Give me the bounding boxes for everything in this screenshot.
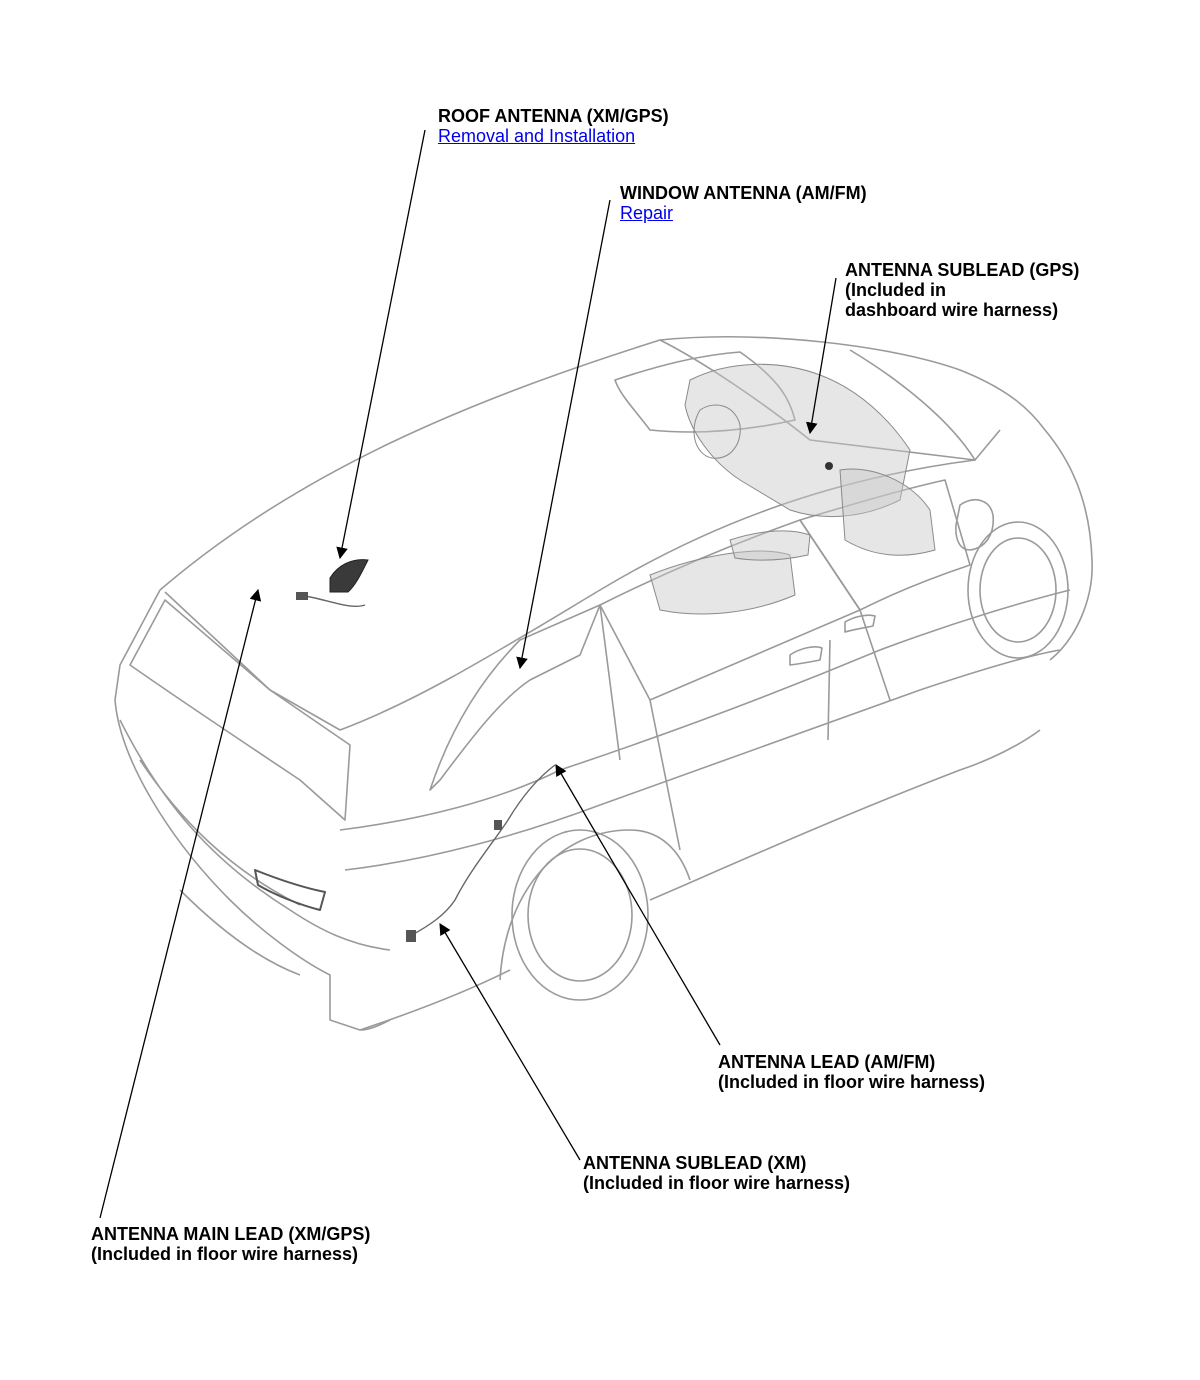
tail-lamp [254, 869, 326, 911]
window-antenna-repair-link[interactable]: Repair [620, 203, 674, 223]
callout-sublead-xm: ANTENNA SUBLEAD (XM) (Included in floor … [583, 1153, 850, 1193]
roof-outline [159, 336, 1093, 661]
front-wheel-rim [979, 537, 1057, 643]
sublead-gps-note-2: dashboard wire harness) [845, 300, 1059, 320]
leader-roof-antenna [336, 129, 426, 560]
lead-amfm-note: (Included in floor wire harness) [718, 1072, 986, 1092]
windshield [659, 339, 976, 461]
console [729, 530, 811, 561]
rear-wheel [511, 829, 649, 1001]
vehicle-body [114, 336, 1093, 1031]
front-door-window [799, 479, 971, 611]
front-wheel [967, 521, 1069, 659]
roof-antenna-fin-icon [329, 559, 369, 593]
front-seat [839, 468, 936, 556]
second-row-seat [649, 550, 796, 615]
side-body [339, 589, 1071, 871]
lower-body [359, 729, 1041, 1031]
callout-roof-antenna: ROOF ANTENNA (XM/GPS) Removal and Instal… [438, 106, 669, 146]
leader-lines [99, 129, 837, 1219]
rear-door-handle [789, 646, 823, 666]
sunroof [614, 351, 796, 433]
sublead-xm-title: ANTENNA SUBLEAD (XM) [583, 1153, 807, 1173]
roof-panel [164, 429, 1001, 731]
sublead-gps-title: ANTENNA SUBLEAD (GPS) [845, 260, 1080, 280]
rear-hatch [114, 589, 391, 1031]
leader-main-lead [99, 588, 262, 1219]
amfm-connector-icon [494, 820, 502, 830]
rear-wheel-rim [527, 848, 633, 982]
lead-amfm-title: ANTENNA LEAD (AM/FM) [718, 1052, 936, 1072]
xm-connector-icon [406, 930, 416, 942]
callout-window-antenna: WINDOW ANTENNA (AM/FM) Repair [620, 183, 867, 223]
roof-antenna-removal-link[interactable]: Removal and Installation [438, 126, 636, 146]
callout-sublead-gps: ANTENNA SUBLEAD (GPS) (Included in dashb… [845, 260, 1079, 320]
side-mirror [955, 499, 995, 551]
main-lead-note: (Included in floor wire harness) [91, 1244, 359, 1264]
sublead-xm-note: (Included in floor wire harness) [583, 1173, 851, 1193]
antenna-cable [299, 594, 556, 936]
roof-antenna-title: ROOF ANTENNA (XM/GPS) [438, 106, 669, 126]
leader-lead-amfm [555, 763, 721, 1046]
sublead-gps-note-1: (Included in [845, 280, 946, 300]
rear-window [129, 599, 351, 821]
rear-wheel-arch [499, 829, 691, 981]
leader-sublead-xm [439, 922, 581, 1161]
front-door-handle [844, 614, 876, 633]
main-lead-title: ANTENNA MAIN LEAD (XM/GPS) [91, 1224, 371, 1244]
vehicle-interior [649, 363, 936, 615]
door-seams [599, 604, 891, 851]
steering-wheel [693, 404, 741, 459]
main-lead-connector-icon [296, 592, 308, 600]
gps-connector-icon [825, 462, 833, 470]
callout-main-lead: ANTENNA MAIN LEAD (XM/GPS) (Included in … [91, 1224, 370, 1264]
leader-window-antenna [516, 199, 611, 670]
window-antenna-title: WINDOW ANTENNA (AM/FM) [620, 183, 867, 203]
dashboard [684, 363, 911, 517]
rear-quarter-window [429, 604, 601, 791]
leader-sublead-gps [805, 277, 837, 435]
callout-lead-amfm: ANTENNA LEAD (AM/FM) (Included in floor … [718, 1052, 985, 1092]
rear-bumper [119, 719, 391, 976]
